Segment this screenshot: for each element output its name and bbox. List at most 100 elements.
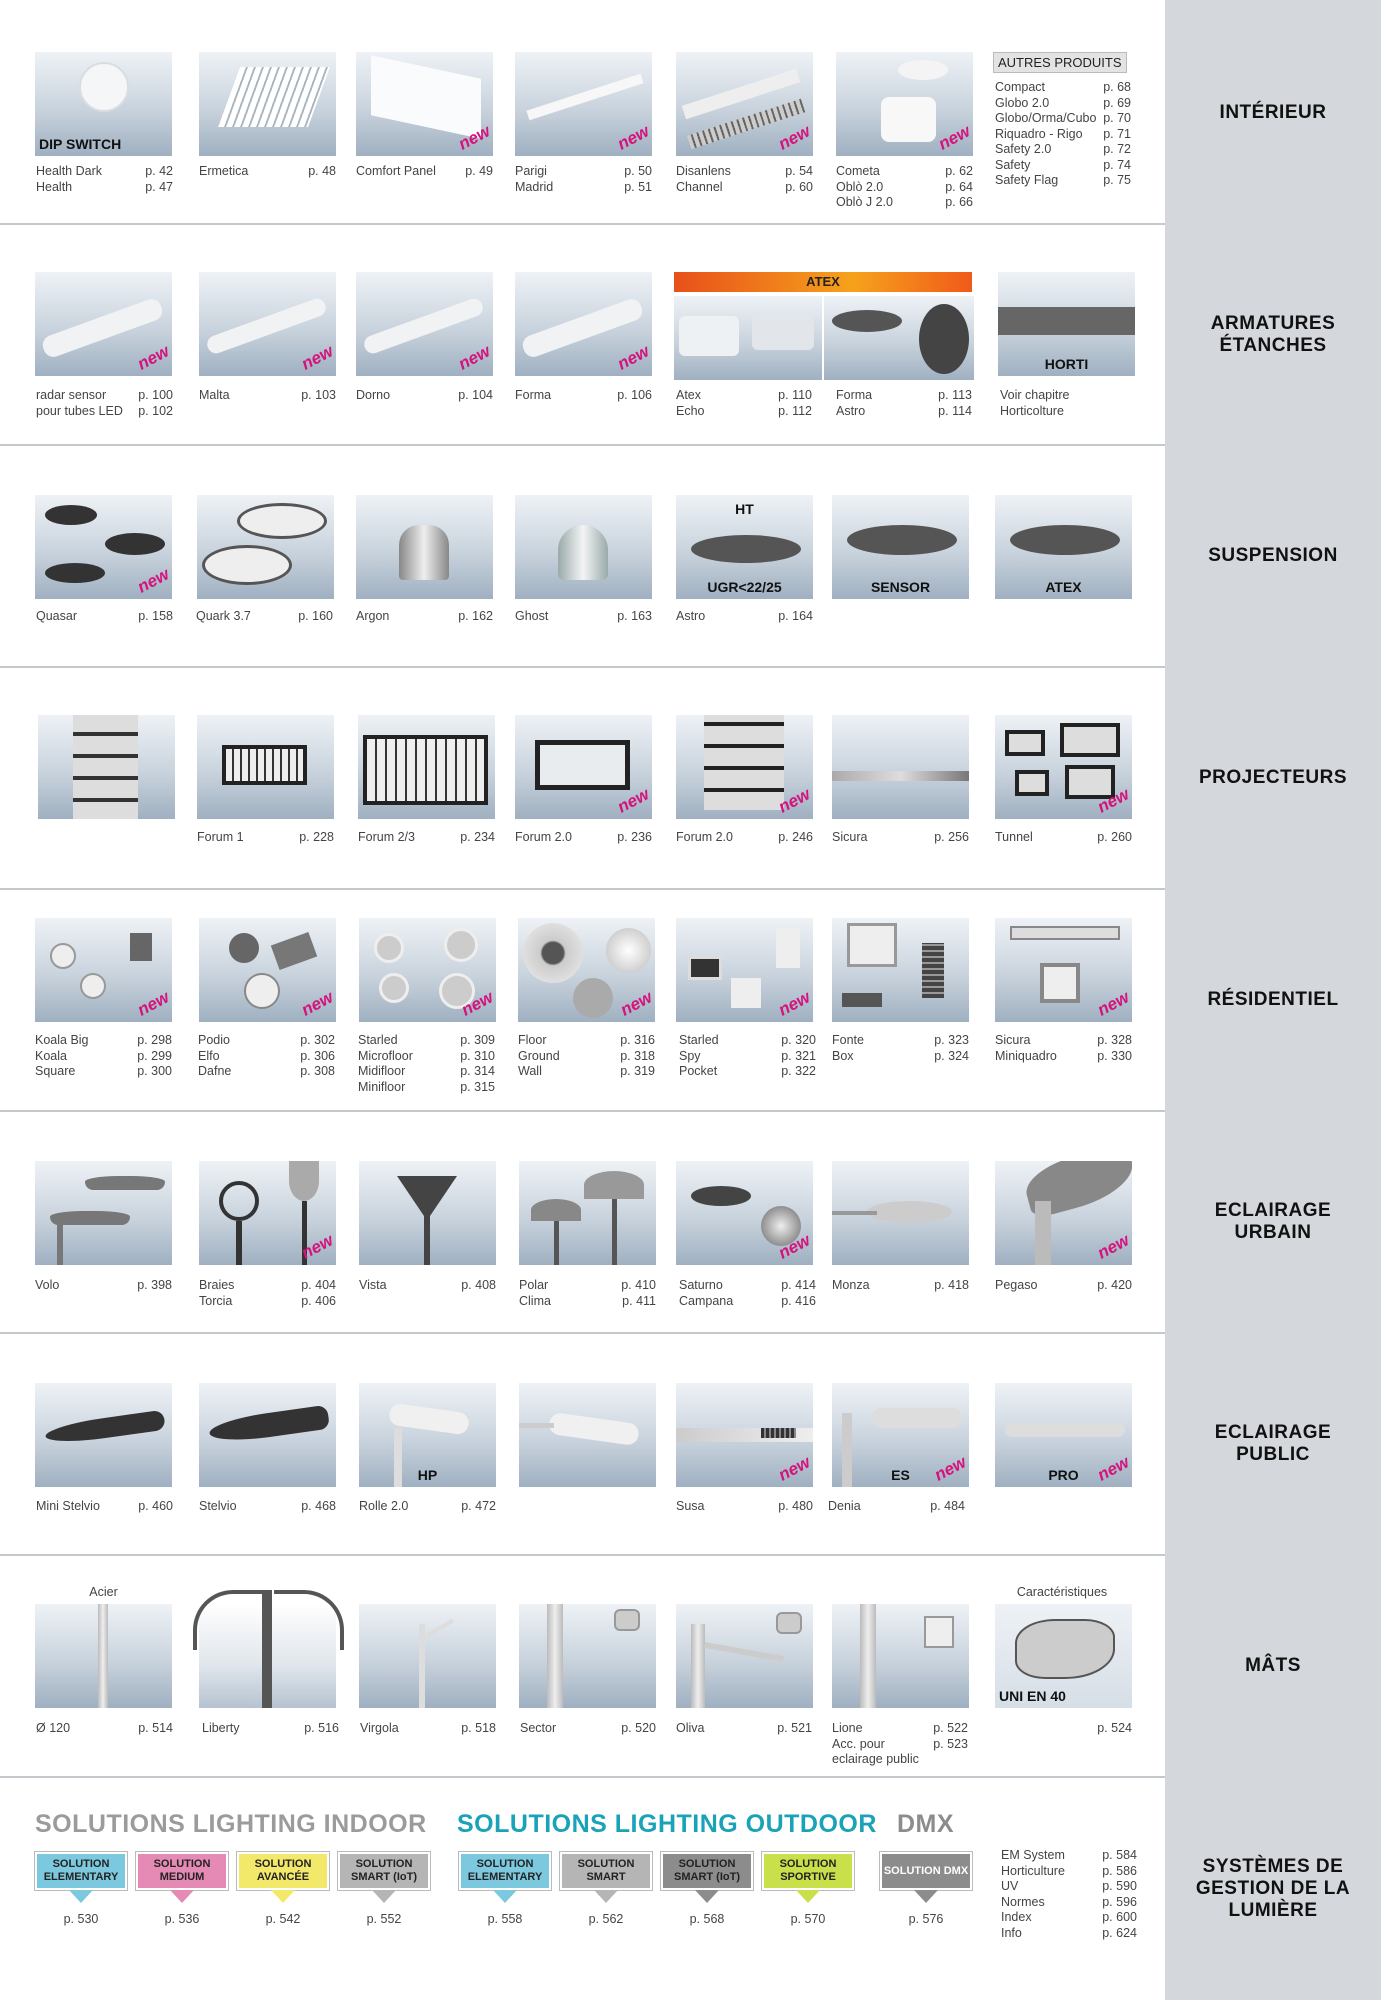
product-tile-health[interactable]: DIP SWITCH xyxy=(35,52,172,156)
arrow-indicator xyxy=(695,1890,719,1903)
product-tile-forum-20-b[interactable]: new xyxy=(676,715,813,819)
page-ref: p. 570 xyxy=(790,1912,826,1926)
product-tile-rolle[interactable]: HP xyxy=(359,1383,496,1487)
product-tile-forum-20[interactable]: new xyxy=(515,715,652,819)
page-ref: p. 530 xyxy=(63,1912,99,1926)
product-tile-polar[interactable] xyxy=(519,1161,656,1265)
product-tile-mini-stelvio[interactable] xyxy=(35,1383,172,1487)
product-tile-pro[interactable]: PRO new xyxy=(995,1383,1132,1487)
product-tile-uni-en-40[interactable]: UNI EN 40 xyxy=(995,1604,1132,1708)
product-tile-forma-astro[interactable] xyxy=(824,296,974,380)
product-tile-vista[interactable] xyxy=(359,1161,496,1265)
solution-outdoor-smart-iot[interactable]: SOLUTION SMART (IoT) xyxy=(661,1852,753,1890)
product-tile-pegaso[interactable]: new xyxy=(995,1161,1132,1265)
product-tile-spy[interactable]: new xyxy=(676,918,813,1022)
product-tile-saturno[interactable]: new xyxy=(676,1161,813,1265)
solution-outdoor-sportive[interactable]: SOLUTION SPORTIVE xyxy=(762,1852,854,1890)
product-tile-mat-120[interactable] xyxy=(35,1604,172,1708)
caracteristiques-caption: Caractéristiques xyxy=(1016,1585,1108,1599)
product-tile-lione[interactable] xyxy=(832,1604,969,1708)
new-badge: new xyxy=(298,341,336,374)
pro-label: PRO xyxy=(1048,1467,1079,1483)
product-tile-horti[interactable]: HORTI xyxy=(998,272,1135,376)
solution-outdoor-elementary[interactable]: SOLUTION ELEMENTARY xyxy=(459,1852,551,1890)
product-tile-liberty[interactable] xyxy=(193,1590,344,1708)
solution-outdoor-smart[interactable]: SOLUTION SMART xyxy=(560,1852,652,1890)
product-tile-malta[interactable]: new xyxy=(199,272,336,376)
product-tile-oliva[interactable] xyxy=(676,1604,813,1708)
product-tile-ermetica[interactable] xyxy=(199,52,336,156)
new-badge: new xyxy=(298,987,336,1020)
new-badge: new xyxy=(134,564,172,597)
product-tile-virgola[interactable] xyxy=(359,1604,496,1708)
product-tile-sicura[interactable] xyxy=(832,715,969,819)
product-tile-parigi[interactable]: new xyxy=(515,52,652,156)
product-tile-tunnel[interactable]: new xyxy=(995,715,1132,819)
category-suspension: SUSPENSION xyxy=(1208,545,1338,566)
arrow-indicator xyxy=(372,1890,396,1903)
product-tile-forma[interactable]: new xyxy=(515,272,652,376)
new-badge: new xyxy=(1094,1230,1132,1263)
page-ref: p. 542 xyxy=(265,1912,301,1926)
section-divider xyxy=(0,1554,1165,1556)
product-tile-atex-suspension[interactable]: ATEX xyxy=(995,495,1132,599)
product-tile-forum-23[interactable] xyxy=(358,715,495,819)
product-tile-disanlens[interactable]: new xyxy=(676,52,813,156)
product-tile-dorno[interactable]: new xyxy=(356,272,493,376)
product-tile-radar-sensor[interactable]: new xyxy=(35,272,172,376)
page-ref: p. 552 xyxy=(366,1912,402,1926)
category-armatures: ARMATURES ÉTANCHES xyxy=(1210,313,1336,356)
arrow-indicator xyxy=(914,1890,938,1903)
dmx-title: DMX xyxy=(897,1810,955,1838)
product-tile-volo[interactable] xyxy=(35,1161,172,1265)
product-tile-floor[interactable]: new xyxy=(518,918,655,1022)
product-tile-koala[interactable]: new xyxy=(35,918,172,1022)
solution-indoor-avancee[interactable]: SOLUTION AVANCÉE xyxy=(237,1852,329,1890)
product-tile-braies[interactable]: new xyxy=(199,1161,336,1265)
product-tile-starled[interactable]: new xyxy=(359,918,496,1022)
category-mats: MÂTS xyxy=(1245,1655,1301,1676)
product-tile-astro[interactable]: HT UGR<22/25 xyxy=(676,495,813,599)
section-divider xyxy=(0,1776,1165,1778)
product-tile-susa[interactable]: new xyxy=(676,1383,813,1487)
arrow-indicator xyxy=(271,1890,295,1903)
product-tile-quasar[interactable]: new xyxy=(35,495,172,599)
product-tile-atex[interactable] xyxy=(674,296,822,380)
product-tile-fonte[interactable] xyxy=(832,918,969,1022)
product-tile-rolle-b[interactable] xyxy=(519,1383,656,1487)
product-tile-projecteur-large[interactable] xyxy=(38,715,175,819)
category-projecteurs: PROJECTEURS xyxy=(1198,767,1348,788)
solution-indoor-medium[interactable]: SOLUTION MEDIUM xyxy=(136,1852,228,1890)
solution-indoor-elementary[interactable]: SOLUTION ELEMENTARY xyxy=(35,1852,127,1890)
product-tile-stelvio[interactable] xyxy=(199,1383,336,1487)
product-tile-comfort-panel[interactable]: new xyxy=(356,52,493,156)
product-tile-denia[interactable]: ES new xyxy=(832,1383,969,1487)
product-tile-argon[interactable] xyxy=(356,495,493,599)
product-tile-quark[interactable] xyxy=(197,495,334,599)
product-tile-sector[interactable] xyxy=(519,1604,656,1708)
product-tile-forum-1[interactable] xyxy=(197,715,334,819)
product-tile-miniquadro[interactable]: new xyxy=(995,918,1132,1022)
solution-indoor-smart[interactable]: SOLUTION SMART (IoT) xyxy=(338,1852,430,1890)
product-tile-sensor[interactable]: SENSOR xyxy=(832,495,969,599)
solution-dmx[interactable]: SOLUTION DMX xyxy=(880,1852,972,1890)
product-tile-podio[interactable]: new xyxy=(199,918,336,1022)
product-tile-monza[interactable] xyxy=(832,1161,969,1265)
dip-switch-label: DIP SWITCH xyxy=(39,136,122,152)
product-tile-ghost[interactable] xyxy=(515,495,652,599)
solutions-indoor-title: SOLUTIONS LIGHTING INDOOR xyxy=(35,1810,427,1838)
product-tile-cometa[interactable]: new xyxy=(836,52,973,156)
